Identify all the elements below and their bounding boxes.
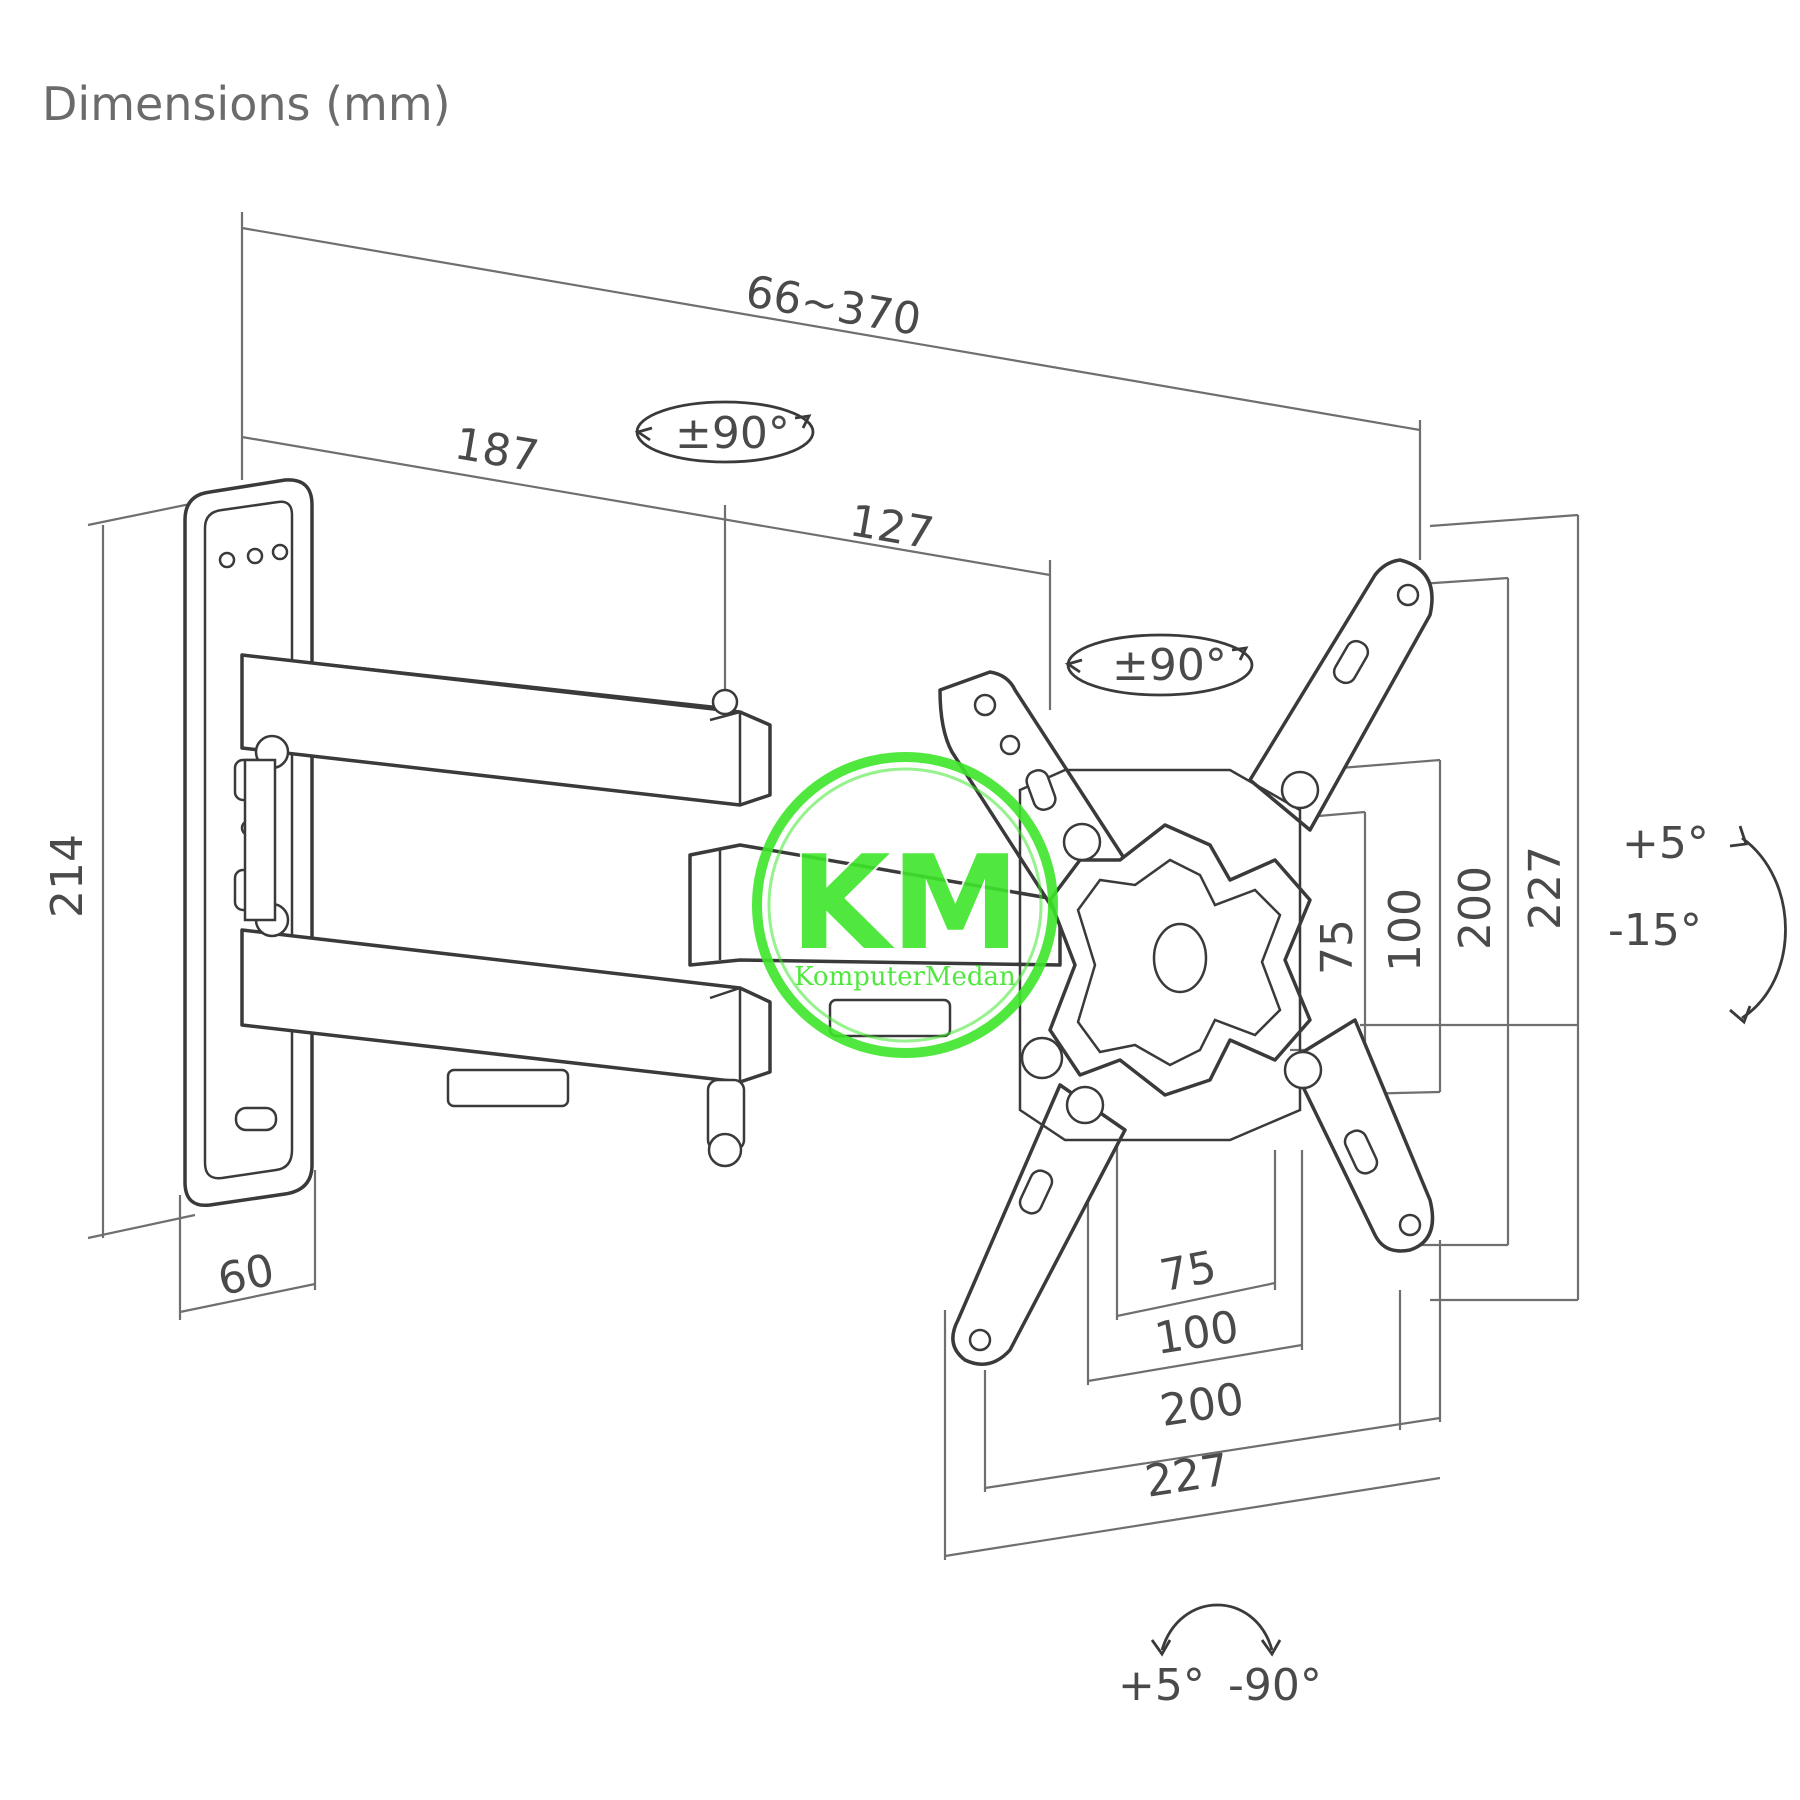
- label-vesa-v-75: 75: [1312, 919, 1363, 975]
- label-wall-to-pivot: 187: [451, 418, 542, 482]
- label-vesa-v-200: 200: [1450, 866, 1501, 950]
- label-tilt-up: +5°: [1622, 818, 1709, 869]
- watermark-mark: KM: [790, 827, 1020, 979]
- label-wall-plate-width: 60: [213, 1245, 278, 1307]
- label-vesa-h-227: 227: [1142, 1444, 1233, 1508]
- diagram-heading: Dimensions (mm): [42, 77, 451, 131]
- vesa-plate: [938, 558, 1435, 1366]
- label-tilt-down: -15°: [1608, 905, 1702, 956]
- label-vesa-h-200: 200: [1157, 1373, 1248, 1437]
- articulating-arm: [240, 653, 1062, 1168]
- label-arm-extension: 66~370: [742, 266, 925, 346]
- watermark-logo: KM KomputerMedan: [752, 752, 1058, 1058]
- label-swivel-arm: ±90°: [675, 408, 790, 459]
- dimension-labels: 66~370 187 127 ±90° ±90° 214 60 75 100 2…: [42, 266, 1709, 1711]
- watermark-name: KomputerMedan: [794, 962, 1016, 992]
- swivel-indicator-arm: [634, 400, 815, 464]
- label-vesa-h-100: 100: [1151, 1301, 1242, 1365]
- label-vesa-v-227: 227: [1520, 846, 1571, 930]
- label-pivot-to-plate: 127: [846, 495, 937, 559]
- label-rotate-left: +5°: [1118, 1660, 1205, 1711]
- label-rotate-right: -90°: [1228, 1660, 1322, 1711]
- label-wall-plate-height: 214: [42, 834, 93, 918]
- rotation-arrow-icon: [1150, 1603, 1282, 1657]
- swivel-indicator-plate: [1064, 633, 1254, 697]
- label-swivel-plate: ±90°: [1112, 640, 1227, 691]
- dimension-lines: [87, 212, 1580, 1560]
- label-vesa-v-100: 100: [1380, 888, 1431, 972]
- label-vesa-h-75: 75: [1156, 1241, 1221, 1302]
- tilt-arrow-icon: [1729, 825, 1787, 1025]
